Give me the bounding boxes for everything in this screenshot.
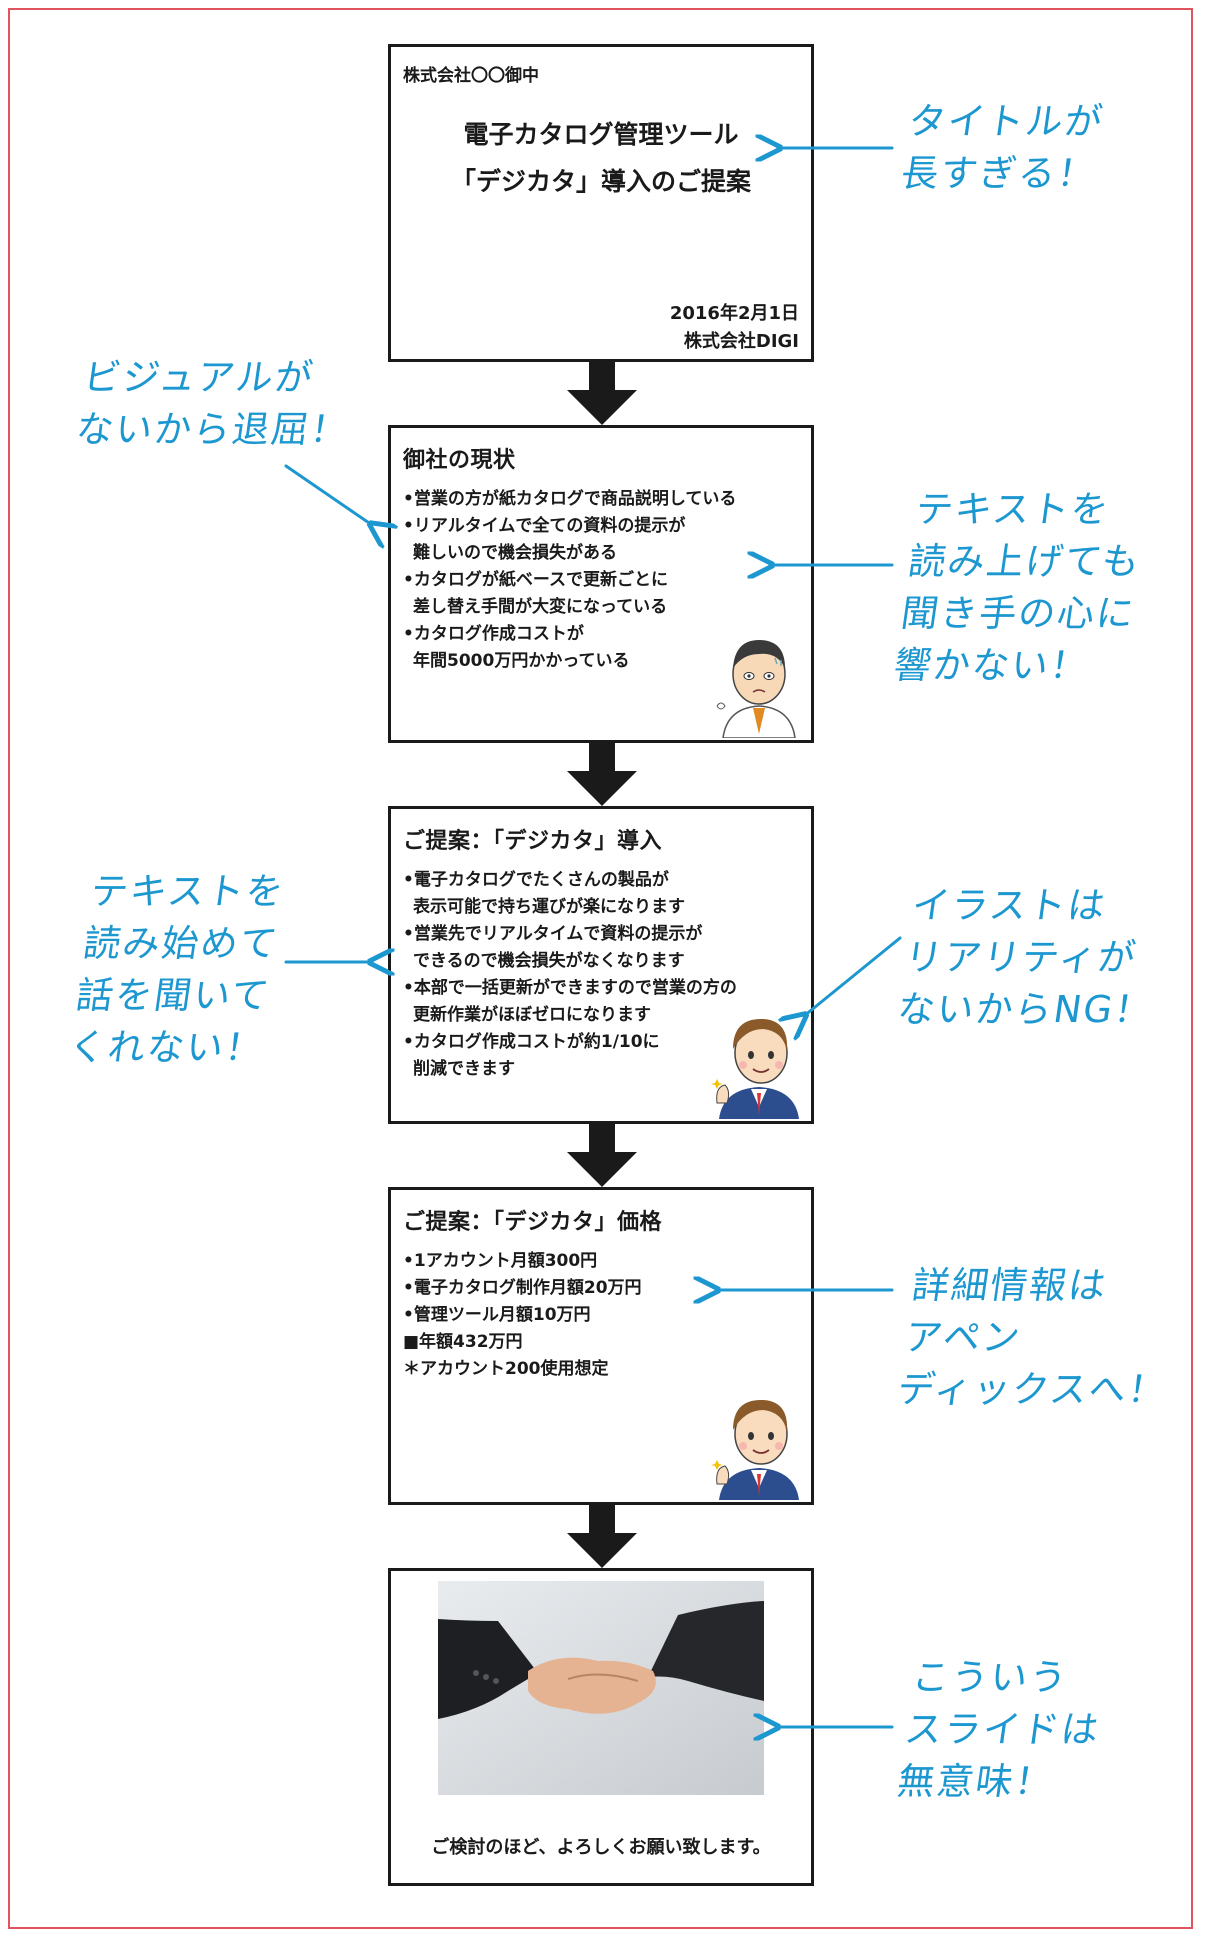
bullet-item: •電子カタログ制作月額20万円	[403, 1278, 642, 1298]
bullet-item: 難しいので機会損失がある	[413, 543, 617, 563]
arrow-to-proposal-right-icon	[804, 936, 902, 1016]
worried-businessman-illustration	[716, 640, 796, 738]
slide-current-state: 御社の現状 •営業の方が紙カタログで商品説明している •リアルタイムで全ての資料…	[388, 425, 814, 743]
bullet-item: 差し替え手間が大変になっている	[413, 597, 668, 617]
bullet-item: •カタログ作成コストが	[403, 624, 584, 644]
bullet-item: 更新作業がほぼゼロになります	[413, 1005, 651, 1025]
slide-title-line2: 「デジカタ」導入のご提案	[450, 167, 751, 196]
bullet-item: •営業の方が紙カタログで商品説明している	[403, 489, 737, 509]
closing-message: ご検討のほど、よろしくお願い致します。	[431, 1837, 771, 1858]
page-frame	[8, 8, 1193, 1929]
bullet-item: •電子カタログでたくさんの製品が	[403, 870, 669, 890]
confident-businessman-illustration	[711, 1400, 799, 1500]
slide-closing: ご検討のほど、よろしくお願い致します。	[388, 1568, 814, 1886]
bullet-item: •リアルタイムで全ての資料の提示が	[403, 516, 686, 536]
confident-businessman-illustration	[711, 1019, 799, 1119]
bullet-item: 表示可能で持ち運びが楽になります	[413, 897, 685, 917]
slide-proposal: ご提案：「デジカタ」導入 •電子カタログでたくさんの製品が 表示可能で持ち運びが…	[388, 806, 814, 1124]
bullet-list: •1アカウント月額300円 •電子カタログ制作月額20万円 •管理ツール月額10…	[403, 1248, 642, 1383]
slide-heading: ご提案：「デジカタ」導入	[403, 829, 663, 854]
handshake-photo	[438, 1581, 764, 1795]
bullet-item: できるので機会損失がなくなります	[413, 951, 685, 971]
bullet-item: •管理ツール月額10万円	[403, 1305, 591, 1325]
bullet-item: 年間5000万円かかっている	[413, 651, 630, 671]
bullet-item: •カタログ作成コストが約1/10に	[403, 1032, 660, 1052]
down-arrow-icon	[567, 1124, 637, 1187]
bullet-list: •電子カタログでたくさんの製品が 表示可能で持ち運びが楽になります •営業先でリ…	[403, 867, 737, 1083]
bullet-item: 削減できます	[413, 1059, 515, 1079]
arrow-to-current-left-icon	[284, 464, 372, 525]
bullet-item: ■年額432万円	[403, 1332, 523, 1352]
down-arrow-icon	[567, 1505, 637, 1568]
bullet-item: •本部で一括更新ができますので営業の方の	[403, 978, 737, 998]
slide-company: 株式会社DIGI	[683, 331, 799, 352]
bullet-item: •営業先でリアルタイムで資料の提示が	[403, 924, 703, 944]
bullet-item: ＊アカウント200使用想定	[403, 1359, 609, 1379]
bullet-item: •1アカウント月額300円	[403, 1251, 598, 1271]
addressee: 株式会社〇〇御中	[403, 66, 539, 86]
bullet-item: •カタログが紙ベースで更新ごとに	[403, 570, 669, 590]
slide-heading: ご提案：「デジカタ」価格	[403, 1210, 663, 1235]
slide-price: ご提案：「デジカタ」価格 •1アカウント月額300円 •電子カタログ制作月額20…	[388, 1187, 814, 1505]
bullet-list: •営業の方が紙カタログで商品説明している •リアルタイムで全ての資料の提示が 難…	[403, 486, 736, 675]
slide-heading: 御社の現状	[403, 448, 516, 473]
down-arrow-icon	[567, 743, 637, 806]
slide-date: 2016年2月1日	[669, 303, 799, 324]
slide-title-line1: 電子カタログ管理ツール	[463, 120, 739, 149]
down-arrow-icon	[567, 362, 637, 425]
slide-title: 株式会社〇〇御中 電子カタログ管理ツール 「デジカタ」導入のご提案 2016年2…	[388, 44, 814, 362]
